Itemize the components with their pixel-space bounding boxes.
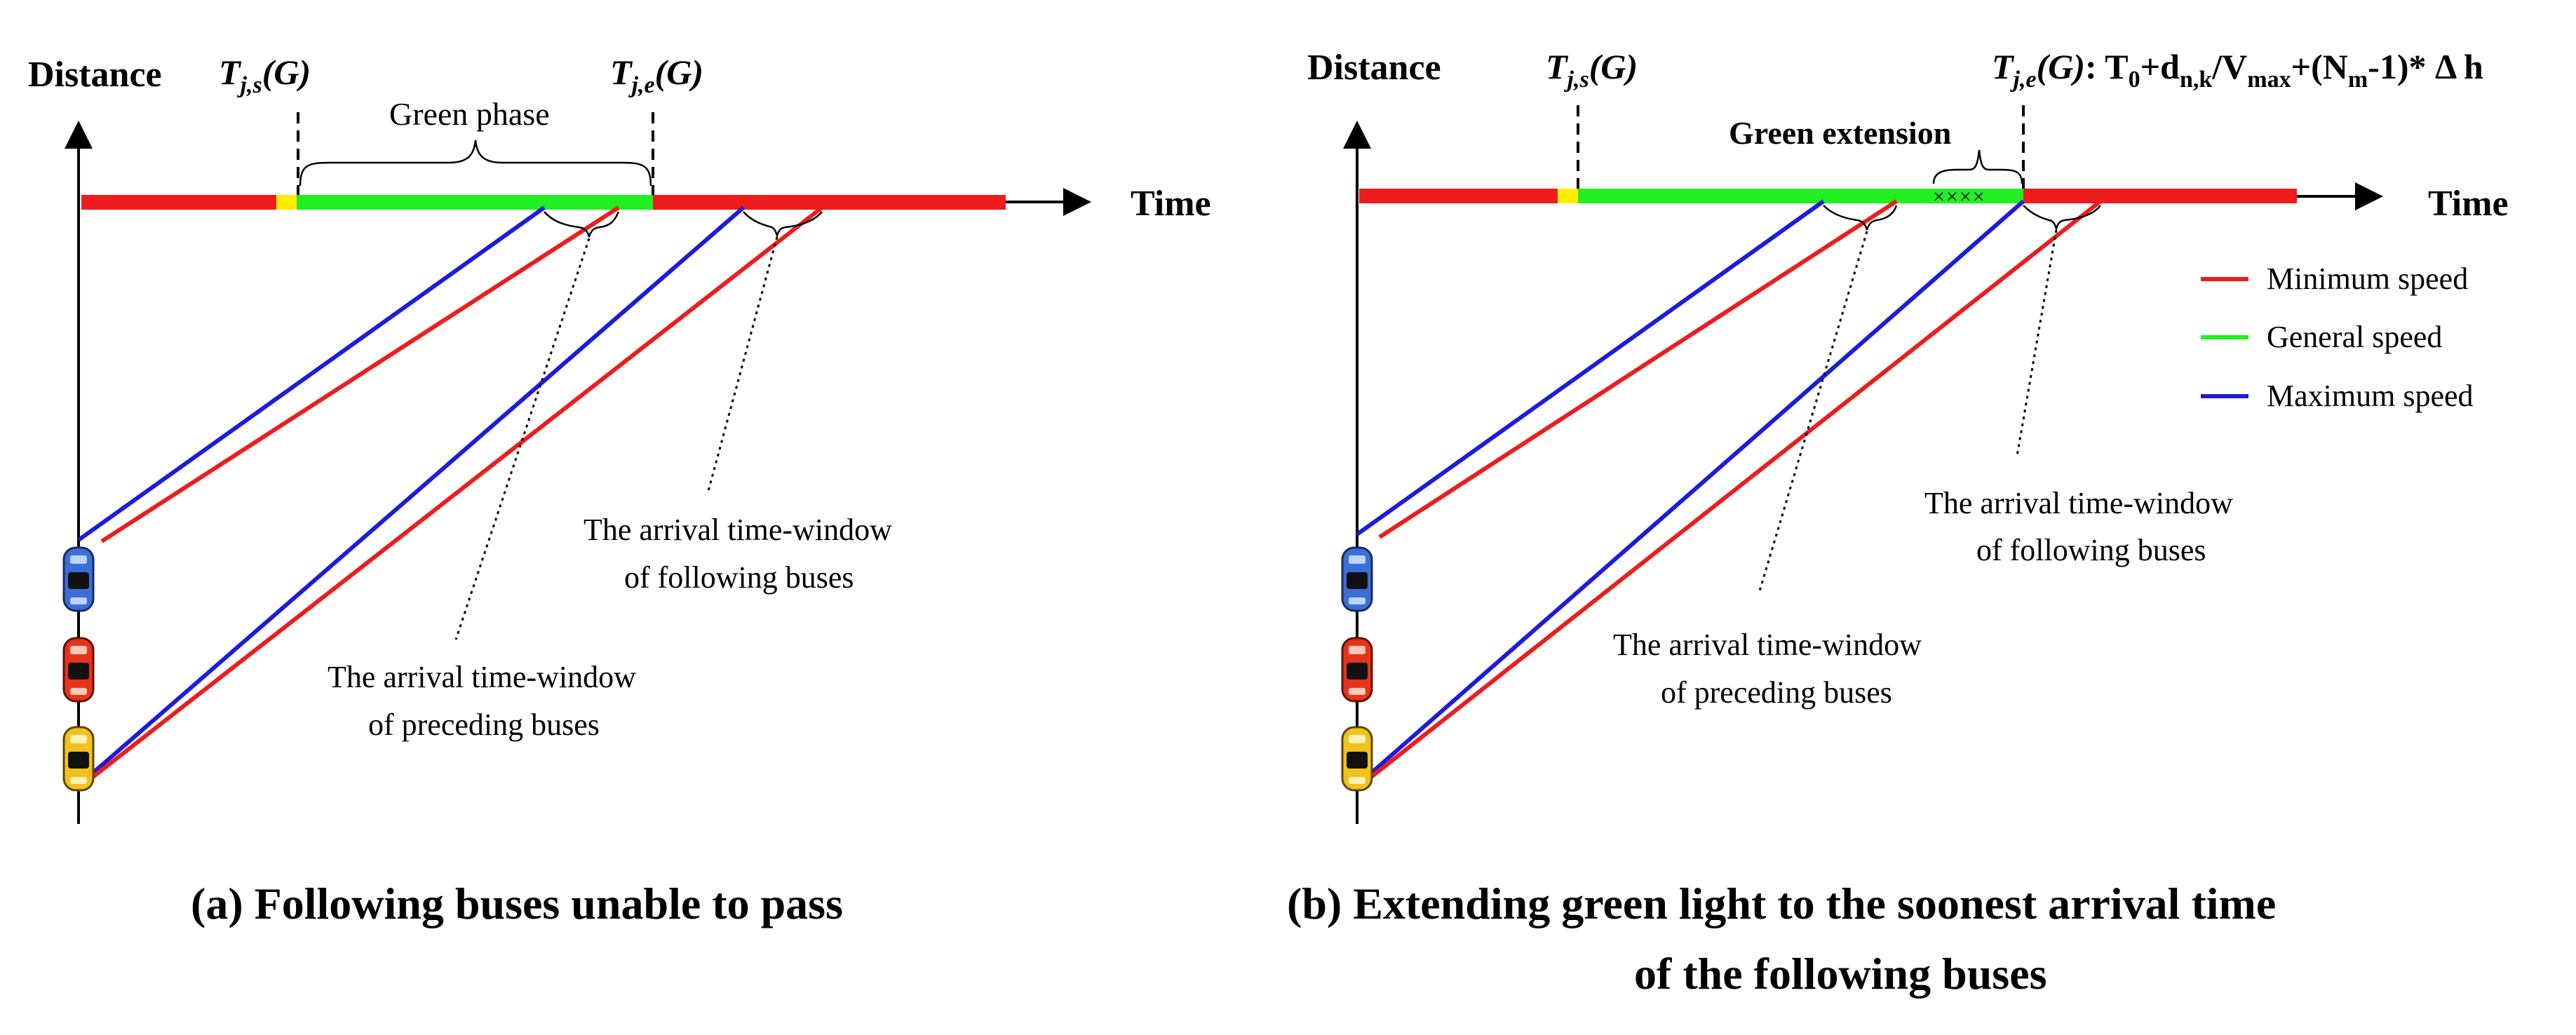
panel-b-following-leader bbox=[2016, 229, 2058, 456]
panel-a-bus-yellow bbox=[62, 726, 95, 792]
panel-b-bus-yellow bbox=[1341, 726, 1373, 792]
legend-label-general-speed: General speed bbox=[2267, 320, 2442, 354]
panel-b-following-min-speed-line bbox=[1356, 199, 2102, 790]
panel-a-following-min-speed-line bbox=[77, 205, 823, 790]
panel-b-signal-bar: ×××× bbox=[1359, 185, 2297, 208]
panel-b-green-extension bbox=[1932, 189, 2023, 203]
panel-b-trajectories bbox=[1356, 199, 2102, 790]
panel-b-following-annotation-line1: The arrival time-window bbox=[1924, 486, 2233, 520]
panel-b-end-label: Tj,e(G): T0+dn,k/Vmax+(Nm-1)* Δ h bbox=[1992, 47, 2483, 93]
panel-b-red-phase-2 bbox=[2023, 189, 2297, 203]
panel-b-caption-line1: (b) Extending green light to the soonest… bbox=[1287, 879, 2276, 928]
panel-a-preceding-min-speed-line bbox=[100, 205, 620, 543]
legend-item-minimum-speed: Minimum speed bbox=[2201, 262, 2468, 296]
panel-a-following-annotation-line2: of following buses bbox=[624, 560, 854, 595]
panel-a-preceding-window-brace bbox=[544, 211, 620, 238]
panel-b-green-extension-brace bbox=[1932, 149, 2023, 184]
panel-b-preceding-min-speed-line bbox=[1378, 199, 1898, 539]
panel-b-start-label: Tj,s(G) bbox=[1546, 47, 1638, 93]
panel-b: Distance Time ×××× Tj,s(G) Tj,e(G): T0+d… bbox=[1287, 47, 2509, 999]
panel-b-bus-red bbox=[1341, 637, 1373, 703]
legend-item-general-speed: General speed bbox=[2201, 320, 2442, 354]
panel-b-preceding-annotation-line2: of preceding buses bbox=[1661, 675, 1892, 710]
panel-a-preceding-leader bbox=[454, 238, 591, 640]
panel-a-start-label: Tj,s(G) bbox=[219, 53, 311, 98]
legend-item-maximum-speed: Maximum speed bbox=[2201, 379, 2474, 413]
panel-a-red-phase-2 bbox=[653, 195, 1006, 210]
panel-a-signal-bar bbox=[81, 195, 1006, 210]
panel-a-red-phase-1 bbox=[81, 195, 276, 210]
panel-b-green-phase bbox=[1578, 189, 1932, 203]
panel-a-following-window-brace bbox=[743, 211, 823, 238]
panel-b-following-annotation-line2: of following buses bbox=[1976, 533, 2206, 567]
panel-a-following-annotation-line1: The arrival time-window bbox=[584, 513, 892, 547]
panel-a-preceding-max-speed-line bbox=[77, 205, 546, 542]
panel-b-following-max-speed-line bbox=[1356, 199, 2025, 787]
panel-a-trajectories bbox=[77, 205, 823, 790]
panel-a-bus-red bbox=[62, 637, 95, 703]
panel-b-red-phase-1 bbox=[1359, 189, 1558, 203]
panel-b-bus-blue bbox=[1341, 546, 1373, 612]
panel-a-yellow-phase bbox=[276, 195, 297, 210]
panel-b-brace-label: Green extension bbox=[1729, 115, 1951, 151]
panel-a-preceding-annotation-line1: The arrival time-window bbox=[328, 660, 636, 694]
panel-a-caption: (a) Following buses unable to pass bbox=[191, 879, 843, 928]
legend-label-minimum-speed: Minimum speed bbox=[2267, 262, 2468, 296]
panel-a-brace-label: Green phase bbox=[389, 96, 550, 132]
panel-a-following-leader bbox=[707, 236, 778, 492]
panel-b-y-axis-label: Distance bbox=[1307, 48, 1441, 88]
panel-a-bus-blue bbox=[62, 546, 95, 612]
panel-b-yellow-phase bbox=[1558, 189, 1578, 203]
panel-a: Distance Time Tj,s(G) Tj,e(G) Green phas… bbox=[28, 53, 1211, 928]
panel-b-preceding-annotation-line1: The arrival time-window bbox=[1613, 628, 1922, 662]
panel-b-extension-hatch: ×××× bbox=[1933, 185, 1986, 208]
panel-b-x-axis-label: Time bbox=[2428, 184, 2509, 224]
panel-a-y-axis-label: Distance bbox=[28, 55, 162, 95]
panel-b-preceding-window-brace bbox=[1823, 205, 1898, 231]
panel-b-legend: Minimum speed General speed Maximum spee… bbox=[2201, 262, 2474, 413]
panel-b-preceding-leader bbox=[1758, 231, 1868, 594]
panel-a-following-max-speed-line bbox=[77, 205, 745, 787]
panel-a-preceding-annotation-line2: of preceding buses bbox=[368, 708, 600, 742]
panel-b-following-window-brace bbox=[2023, 205, 2101, 231]
panel-a-x-axis-label: Time bbox=[1131, 184, 1211, 224]
panel-b-preceding-max-speed-line bbox=[1356, 199, 1825, 536]
panel-b-caption-line2: of the following buses bbox=[1634, 949, 2047, 999]
panel-a-green-phase-brace bbox=[299, 140, 652, 187]
panel-a-end-label: Tj,e(G) bbox=[610, 53, 703, 98]
legend-label-maximum-speed: Maximum speed bbox=[2267, 379, 2474, 413]
panel-a-green-phase bbox=[297, 195, 653, 210]
